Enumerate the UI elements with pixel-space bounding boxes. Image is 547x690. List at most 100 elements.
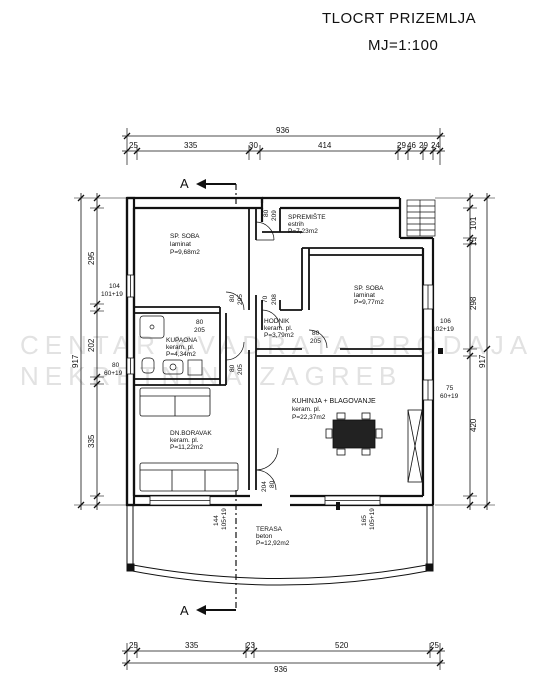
drawing-title: TLOCRT PRIZEMLJA bbox=[322, 10, 477, 27]
room-area: P=11,22m2 bbox=[170, 444, 203, 451]
dim-right-seg-1: 101 bbox=[469, 216, 478, 230]
room-name: HODNIK bbox=[264, 318, 290, 325]
window-right-1-width: 106 bbox=[440, 318, 451, 325]
dim-bottom-seg-4: 520 bbox=[335, 641, 349, 650]
dim-left-seg-3: 335 bbox=[87, 434, 96, 448]
dim-top-seg-4: 414 bbox=[318, 141, 332, 150]
dim-left-seg-2: 202 bbox=[87, 338, 96, 352]
stairs bbox=[406, 199, 436, 237]
terrace-window-right-spec: 105+19 bbox=[369, 508, 376, 530]
window-right-1-spec: 102+19 bbox=[432, 326, 454, 333]
right-dimension-chain bbox=[435, 193, 495, 510]
interior-walls bbox=[134, 208, 423, 490]
dim-top-seg-2: 335 bbox=[184, 141, 198, 150]
dim-bottom-seg-2: 335 bbox=[185, 641, 199, 650]
drawing-scale: MJ=1:100 bbox=[368, 37, 439, 54]
window-left-2-spec: 60+19 bbox=[104, 370, 123, 377]
door-bedroom1-width: 80 bbox=[229, 294, 236, 302]
doors bbox=[225, 221, 328, 491]
room-bedroom-1: SP. SOBA laminat P=9,68m2 bbox=[170, 233, 200, 256]
dim-right-seg-3: 298 bbox=[469, 296, 478, 310]
terrace bbox=[126, 505, 434, 586]
room-bedroom-2: SP. SOBA laminat P=9,77m2 bbox=[354, 285, 384, 306]
room-area: P=22,37m2 bbox=[292, 414, 326, 421]
dim-left-total: 917 bbox=[71, 354, 80, 368]
terrace-window-left-width: 144 bbox=[213, 515, 220, 526]
room-name: SP. SOBA bbox=[354, 285, 384, 292]
door-hall-width: 70 bbox=[262, 295, 269, 303]
terrace-window-left-spec: 105+19 bbox=[221, 508, 228, 530]
dim-top-seg-8: 24 bbox=[431, 141, 440, 150]
door-entry-height: 204 bbox=[261, 481, 268, 492]
room-finish: keram. pl. bbox=[170, 437, 199, 444]
room-name: SP. SOBA bbox=[170, 233, 200, 240]
door-storage-height: 209 bbox=[271, 210, 278, 221]
window-right-2-spec: 60+19 bbox=[440, 393, 459, 400]
room-name: SPREMIŠTE bbox=[288, 212, 326, 221]
room-area: P=7,23m2 bbox=[288, 228, 318, 235]
living-room-furniture bbox=[139, 387, 239, 492]
room-area: P=9,77m2 bbox=[354, 299, 384, 306]
windows bbox=[126, 274, 434, 506]
dim-bottom-seg-1: 25 bbox=[129, 641, 138, 650]
room-finish: laminat bbox=[354, 292, 375, 299]
room-storage: SPREMIŠTE estrih P=7,23m2 bbox=[288, 212, 326, 235]
dining-table bbox=[325, 412, 383, 456]
room-area: P=9,68m2 bbox=[170, 249, 200, 256]
terrace-window-right-width: 165 bbox=[361, 515, 368, 526]
room-bathroom: KUPAONA keram. pl. P=4,34m2 bbox=[166, 337, 198, 358]
dim-bottom-seg-3: 23 bbox=[246, 641, 255, 650]
room-finish: keram. pl. bbox=[292, 406, 321, 413]
window-left-1-width: 104 bbox=[109, 283, 120, 290]
dim-top-seg-5: 29 bbox=[397, 141, 406, 150]
door-bath-width: 80 bbox=[196, 319, 204, 326]
dim-top-total: 936 bbox=[276, 126, 290, 135]
room-area: P=12,92m2 bbox=[256, 540, 290, 547]
room-name: DN.BORAVAK bbox=[170, 430, 212, 437]
opening-annotations: 104 101+19 80 60+19 106 102+19 75 60+19 … bbox=[101, 209, 459, 530]
left-dimension-chain bbox=[74, 193, 132, 510]
window-left-1-spec: 101+19 bbox=[101, 291, 123, 298]
section-arrows bbox=[196, 179, 236, 615]
dim-right-seg-4: 420 bbox=[469, 418, 478, 432]
room-name: KUPAONA bbox=[166, 337, 198, 344]
door-bedroom2-width: 80 bbox=[312, 330, 320, 337]
room-finish: estrih bbox=[288, 221, 304, 228]
kitchen-counter bbox=[407, 409, 423, 483]
dim-bottom-seg-5: 25 bbox=[430, 641, 439, 650]
door-storage-width: 80 bbox=[263, 209, 270, 217]
section-label-bottom: A bbox=[180, 603, 189, 618]
door-bath-height: 205 bbox=[194, 327, 205, 334]
door-living-width: 80 bbox=[229, 364, 236, 372]
bathroom-fixtures bbox=[139, 315, 203, 376]
door-hall-height: 208 bbox=[271, 294, 278, 305]
room-terrace: TERASA beton P=12,92m2 bbox=[256, 526, 290, 547]
dim-right-seg-2: 15 bbox=[469, 237, 478, 246]
room-living-room: DN.BORAVAK keram. pl. P=11,22m2 bbox=[170, 430, 212, 451]
dim-bottom-total: 936 bbox=[274, 665, 288, 674]
room-name: KUHINJA + BLAGOVANJE bbox=[292, 398, 376, 405]
room-finish: keram. pl. bbox=[166, 344, 195, 351]
room-finish: laminat bbox=[170, 241, 191, 248]
door-bedroom2-height: 205 bbox=[310, 338, 321, 345]
room-finish: beton bbox=[256, 533, 273, 540]
dim-right-total: 917 bbox=[478, 354, 487, 368]
exterior-walls bbox=[125, 196, 435, 507]
dim-top-seg-1: 25 bbox=[129, 141, 138, 150]
door-bedroom1-height: 205 bbox=[237, 294, 244, 305]
window-left-2-width: 80 bbox=[112, 362, 120, 369]
dim-top-seg-6: 46 bbox=[407, 141, 416, 150]
window-right-2-width: 75 bbox=[446, 385, 454, 392]
room-kitchen-dining: KUHINJA + BLAGOVANJE keram. pl. P=22,37m… bbox=[292, 398, 376, 421]
room-finish: keram. pl. bbox=[264, 325, 293, 332]
dim-top-seg-7: 29 bbox=[419, 141, 428, 150]
door-living-height: 205 bbox=[237, 364, 244, 375]
labels: A A 936 25 335 30 414 29 46 29 24 25 335… bbox=[71, 126, 487, 674]
entry-markers bbox=[336, 348, 443, 510]
dim-left-seg-1: 295 bbox=[87, 251, 96, 265]
room-hallway: HODNIK keram. pl. P=3,79m2 bbox=[264, 318, 294, 339]
section-label-top: A bbox=[180, 176, 189, 191]
dim-top-seg-3: 30 bbox=[249, 141, 258, 150]
top-dimension-chain bbox=[122, 128, 445, 165]
